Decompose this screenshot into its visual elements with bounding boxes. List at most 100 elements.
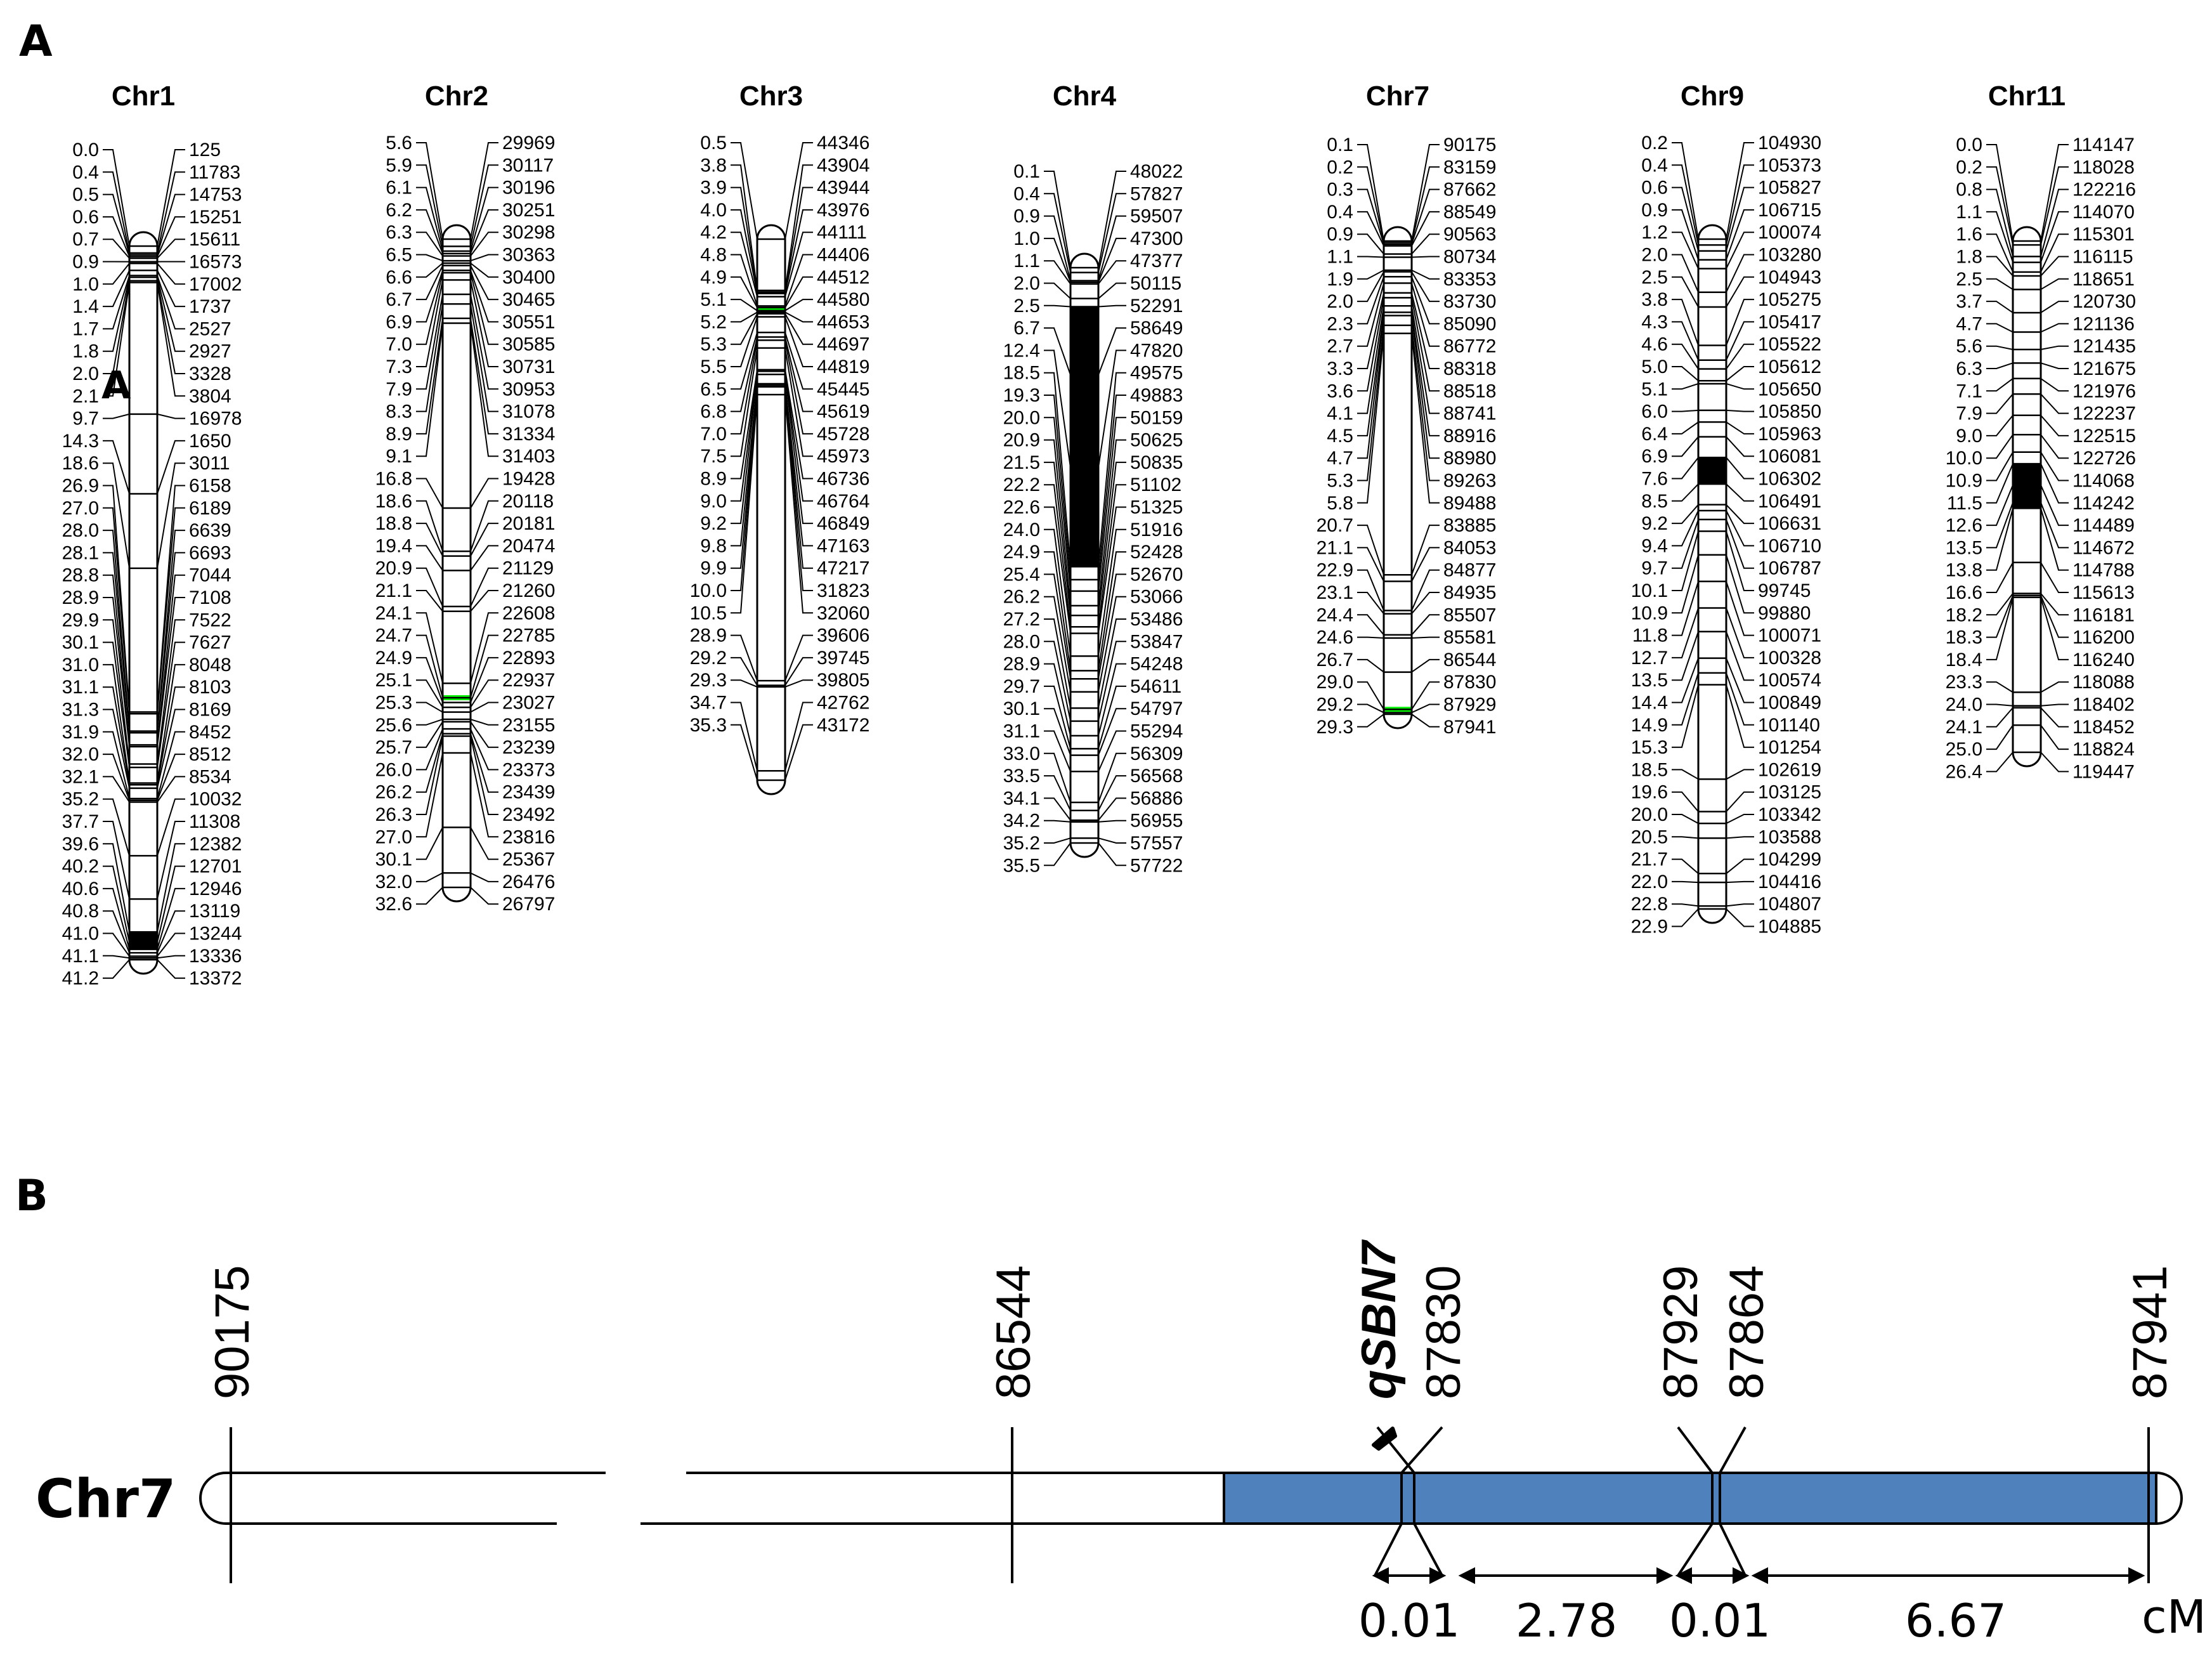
chr2-position-label: 25.1 [375, 670, 412, 691]
chr11-leader-left [1986, 463, 2014, 504]
chr9-position-label: 2.5 [1641, 267, 1668, 288]
chr4-position-label: 0.9 [1013, 206, 1040, 227]
chr9-position-label: 14.4 [1631, 693, 1668, 714]
chr2-marker-label: 23439 [502, 782, 555, 803]
chr1-marker-label: 7044 [189, 565, 231, 586]
chr2-leader-right [470, 270, 498, 323]
chr2-leader-right [470, 232, 498, 257]
chr7-leader-left [1357, 297, 1384, 392]
chr9-leader-left [1672, 299, 1699, 346]
chr2-leader-right [470, 263, 498, 278]
chr9-marker-label: 100071 [1758, 625, 1821, 646]
chr1-marker-label: 12946 [189, 879, 242, 899]
chr2-marker-label: 30400 [502, 267, 555, 288]
chr1-position-label: 27.0 [62, 498, 99, 519]
chr4-position-label: 35.2 [1003, 833, 1040, 854]
chr2-leader-right [470, 679, 498, 708]
chr4-leader-right [1098, 237, 1126, 283]
chr11-leader-left [1986, 595, 2014, 638]
chr3-leader-left [731, 311, 758, 323]
chr2-marker-label: 30298 [502, 222, 555, 243]
chr3-position-label: 10.5 [690, 603, 727, 624]
chr9-leader-right [1726, 791, 1754, 813]
chr11-marker-label: 121675 [2072, 358, 2136, 379]
chr9-leader-left [1672, 908, 1699, 927]
chr4-leader-right [1098, 215, 1126, 281]
chr9-position-label: 0.6 [1641, 178, 1668, 199]
chr1-leader-left [103, 731, 130, 799]
chr3-marker-label: 32060 [817, 603, 869, 624]
chr1-marker-label: 2927 [189, 341, 231, 362]
chr4-leader-left [1044, 417, 1071, 591]
chr1-position-label: 9.7 [72, 408, 99, 429]
chr2-leader-right [470, 872, 498, 882]
chr11-leader-right [2040, 323, 2069, 333]
chr1-leader-right [157, 731, 185, 799]
chr9-leader-right [1726, 186, 1754, 251]
chr2-marker-label: 31078 [502, 402, 555, 422]
chr1-position-label: 2.1 [72, 386, 99, 407]
chr7-leader-right [1411, 614, 1440, 636]
chr4-position-label: 2.0 [1013, 273, 1040, 294]
chr7-leader-right [1411, 144, 1440, 242]
chr7-position-label: 2.0 [1327, 291, 1353, 312]
chr1-title: Chr1 [112, 81, 175, 112]
chr1-leader-right [157, 216, 185, 257]
b-chr-left-cap [199, 1472, 232, 1525]
chr1-leader-right [157, 597, 185, 747]
chr4-marker-label: 57557 [1130, 833, 1183, 854]
chr2-position-label: 7.3 [386, 356, 412, 377]
chr4-leader-right [1098, 461, 1126, 616]
b-chromosome-label: Chr7 [36, 1468, 176, 1530]
chr2-leader-right [470, 736, 498, 815]
chr11-position-label: 4.7 [1956, 313, 1982, 334]
chr1-position-label: 40.8 [62, 901, 99, 922]
chr2-marker-label: 20474 [502, 535, 555, 556]
chr2-position-label: 6.9 [386, 311, 412, 332]
chr7-marker-label: 80734 [1443, 247, 1496, 268]
chr11-leader-right [2040, 452, 2069, 481]
chr1-marker-label: 6693 [189, 542, 231, 563]
chr2-marker-label: 22608 [502, 603, 555, 624]
chr2-leader-left [416, 186, 443, 252]
chr1-position-label: 29.9 [62, 610, 99, 630]
chr1-leader-left [103, 277, 130, 352]
chr7-marker-label: 85507 [1443, 604, 1496, 625]
chr9-marker-label: 100574 [1758, 670, 1821, 691]
chr1-position-label: 31.1 [62, 677, 99, 698]
chr11-position-label: 2.5 [1956, 269, 1982, 290]
chr7-position-label: 26.7 [1317, 650, 1353, 670]
chr3-marker-label: 44111 [817, 222, 867, 243]
chr3-marker-label: 45619 [817, 402, 869, 422]
chr11-marker-label: 114242 [2072, 493, 2135, 514]
chr2-leader-right [470, 500, 498, 552]
chr11-leader-left [1986, 323, 2014, 333]
chr9-position-label: 8.5 [1641, 491, 1668, 512]
chr9-position-label: 0.9 [1641, 200, 1668, 221]
chr7-leader-left [1357, 703, 1384, 714]
chr9-leader-right [1726, 142, 1754, 240]
chr9-position-label: 3.8 [1641, 289, 1668, 310]
chr3-position-label: 9.8 [700, 535, 727, 556]
chr3-leader-right [784, 383, 813, 547]
chr9-marker-label: 104807 [1758, 894, 1821, 915]
chr2-leader-left [416, 728, 443, 771]
chr11-leader-left [1986, 256, 2014, 277]
chr3-leader-left [731, 385, 758, 569]
chr3-marker-label: 44819 [817, 356, 869, 377]
chr1-leader-left [103, 754, 130, 801]
chr1-position-label: 32.1 [62, 766, 99, 787]
chr3-marker-label: 44580 [817, 289, 869, 310]
chr7-position-label: 4.7 [1327, 448, 1353, 469]
chr4-leader-left [1044, 708, 1071, 755]
chr9-leader-right [1726, 366, 1754, 382]
chr4-marker-label: 56309 [1130, 743, 1183, 764]
chr3-position-label: 6.5 [700, 379, 727, 400]
chr7-position-label: 3.6 [1327, 381, 1353, 402]
chr9-position-label: 22.8 [1631, 894, 1668, 915]
chr4-position-label: 28.0 [1003, 631, 1040, 652]
chr9-position-label: 9.7 [1641, 558, 1668, 579]
chr2-position-label: 24.9 [375, 648, 412, 669]
chr9-leader-left [1672, 409, 1699, 412]
